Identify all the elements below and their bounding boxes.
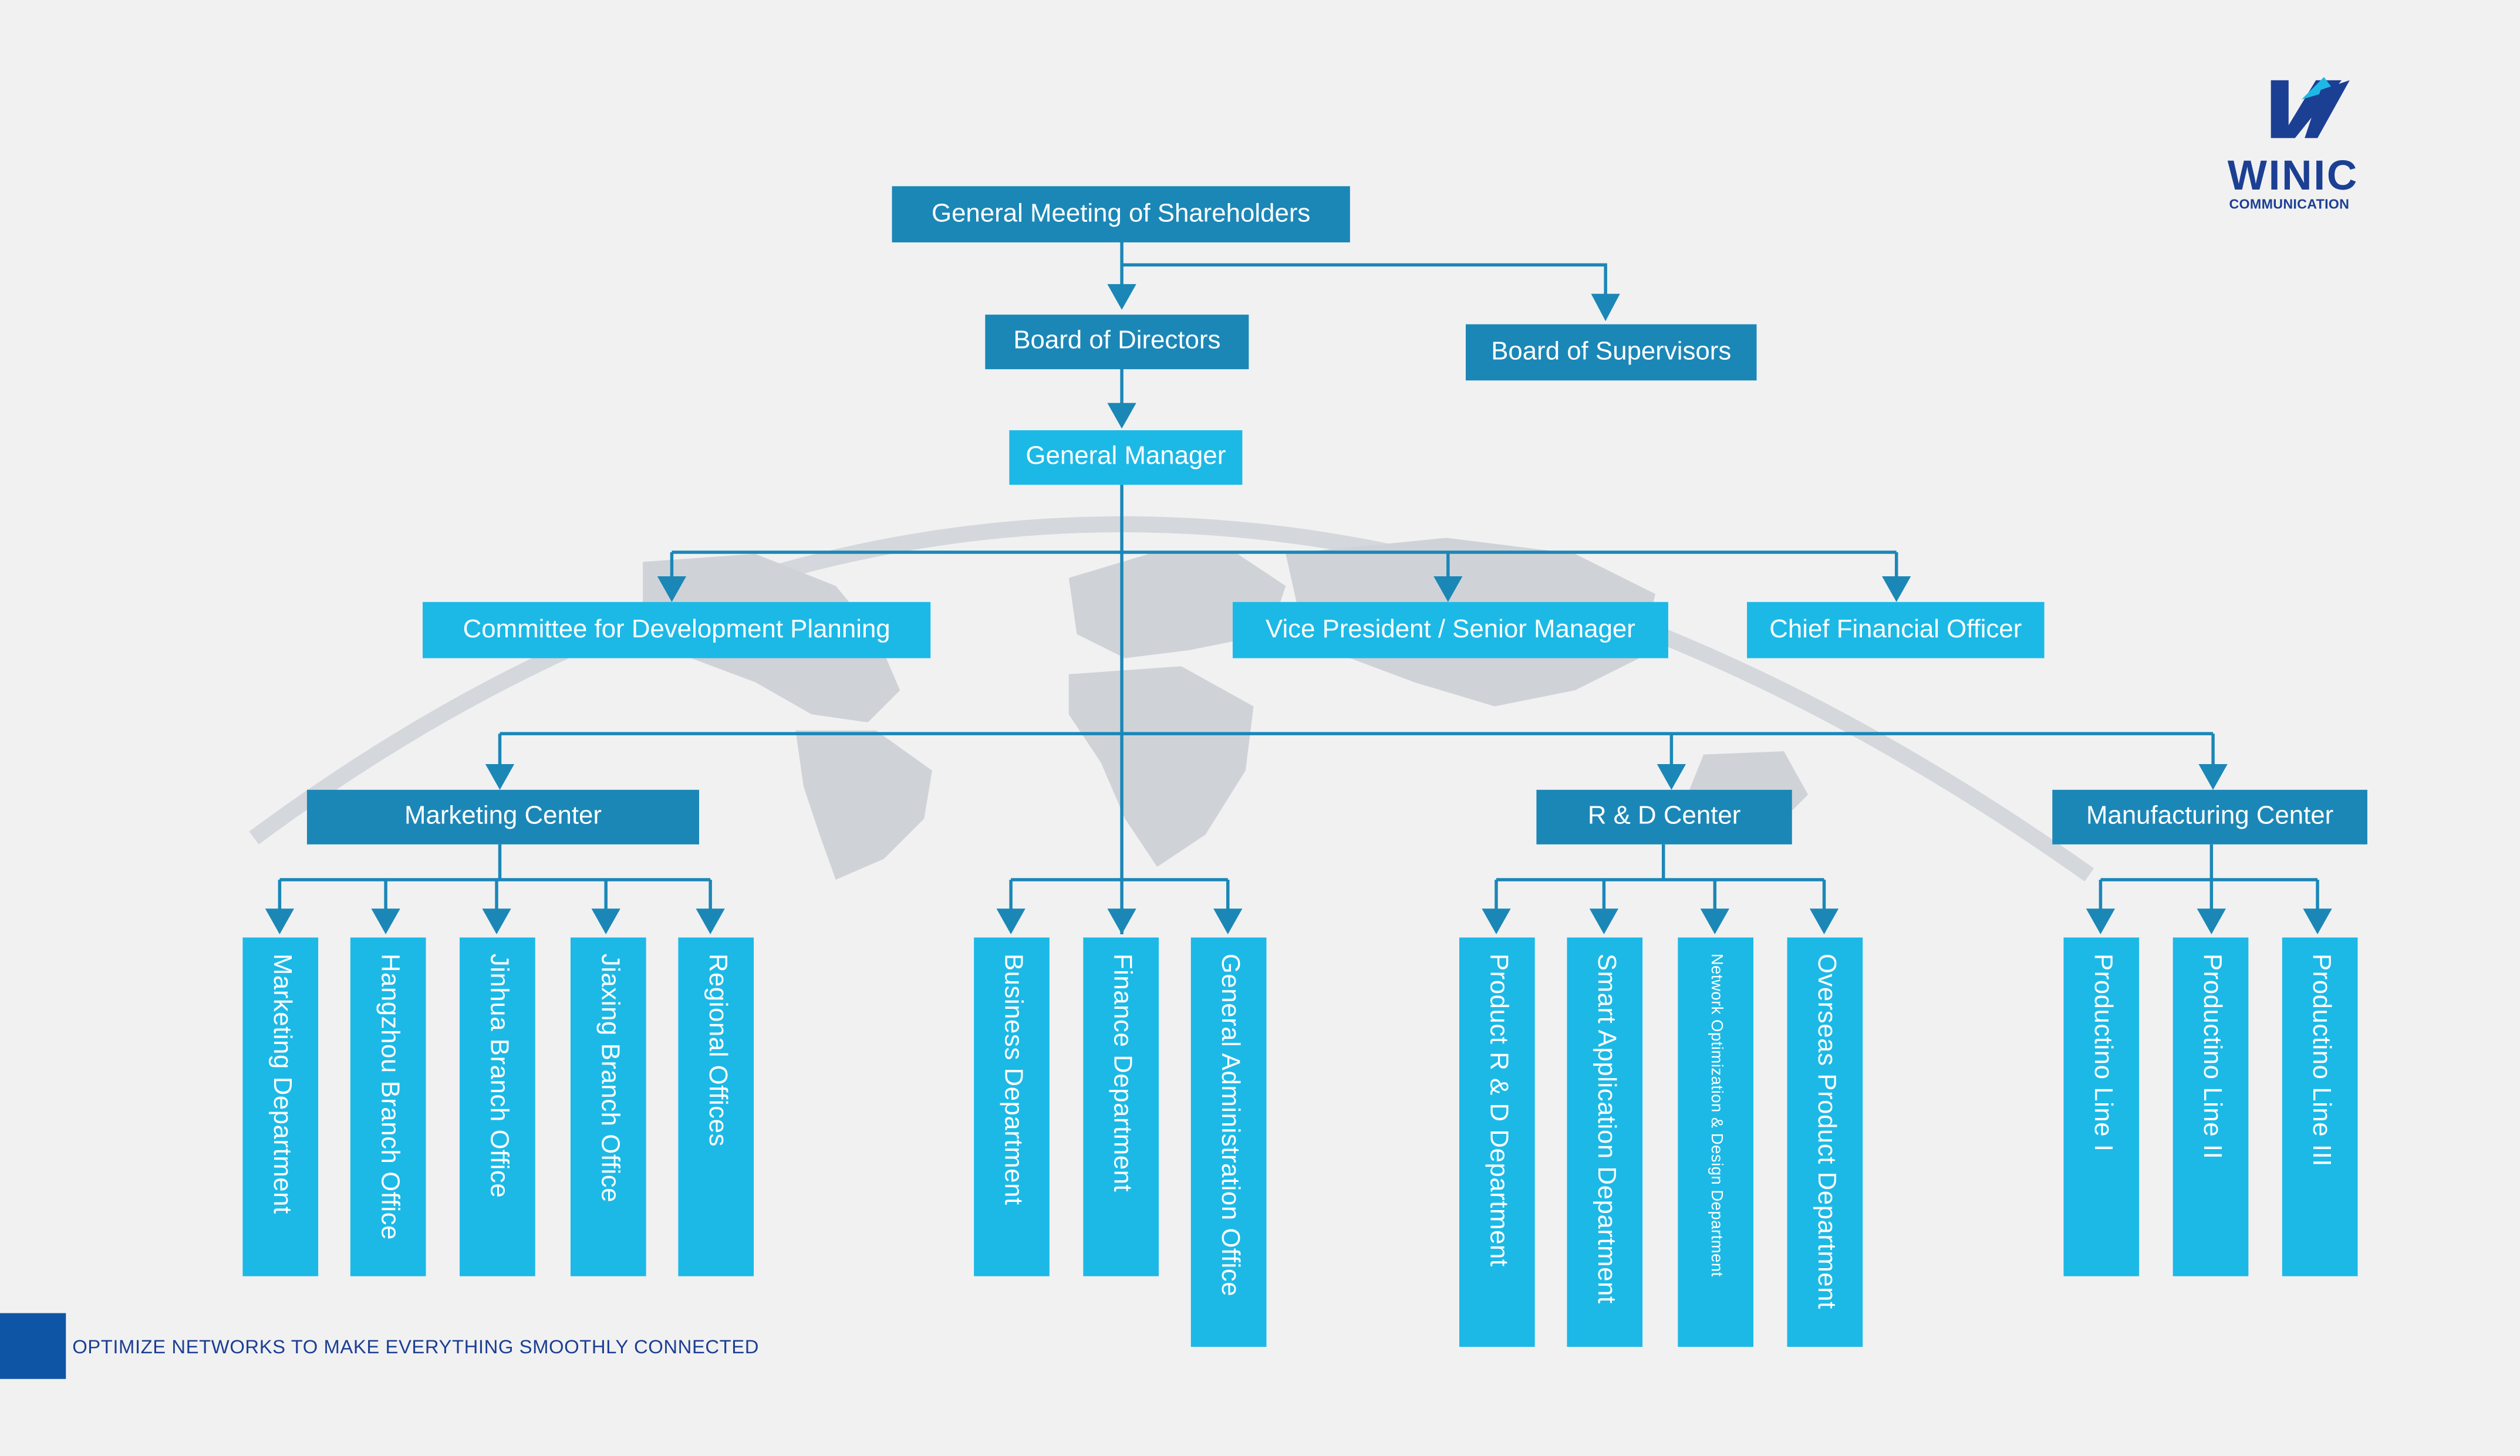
winic-logo-icon <box>2271 77 2350 138</box>
dept-business: Business Department <box>974 937 1050 1276</box>
dept-finance: Finance Department <box>1083 937 1159 1276</box>
dept-marketing-department: Marketing Department <box>242 937 319 1276</box>
dept-regional-offices: Regional Offices <box>678 937 754 1276</box>
dept-network-optimization: Network Optimization & Design Department <box>1678 937 1754 1347</box>
general-manager-node: General Manager <box>1009 430 1243 485</box>
cfo-node: Chief Financial Officer <box>1747 602 2045 658</box>
marketing-center-node: Marketing Center <box>306 789 699 844</box>
dept-jiaxing-branch: Jiaxing Branch Office <box>570 937 646 1276</box>
arrowheads <box>265 284 2332 935</box>
rd-center-node: R & D Center <box>1536 789 1792 844</box>
footer-tagline: OPTIMIZE NETWORKS TO MAKE EVERYTHING SMO… <box>72 1335 760 1359</box>
line-productino-1: Productino Line I <box>2063 937 2140 1276</box>
footer-accent-square <box>0 1313 66 1379</box>
dept-overseas-product: Overseas Product Department <box>1787 937 1863 1347</box>
vice-president-node: Vice President / Senior Manager <box>1232 602 1668 658</box>
dept-general-administration: General Administration Office <box>1190 937 1267 1347</box>
dept-product-rd: Product R & D Department <box>1459 937 1535 1347</box>
shareholders-node: General Meeting of Shareholders <box>892 186 1350 243</box>
manufacturing-center-node: Manufacturing Center <box>2052 789 2367 844</box>
committee-node: Committee for Development Planning <box>423 602 931 658</box>
connector-lines <box>278 241 2319 935</box>
brand-subtitle: COMMUNICATION <box>2229 195 2350 212</box>
board-of-directors-node: Board of Directors <box>985 315 1249 370</box>
line-productino-2: Productino Line II <box>2172 937 2249 1276</box>
dept-hangzhou-branch: Hangzhou Branch Office <box>350 937 426 1276</box>
continent-africa <box>1068 666 1254 867</box>
brand-name: WINIC <box>2227 151 2359 200</box>
dept-smart-application: Smart Application Department <box>1567 937 1643 1347</box>
globe-arc <box>249 516 2094 881</box>
line-productino-3: Productino Line III <box>2282 937 2358 1276</box>
dept-jinhua-branch: Jinhua Branch Office <box>460 937 535 1276</box>
board-of-supervisors-node: Board of Supervisors <box>1465 324 1757 381</box>
continent-south-america <box>795 730 932 880</box>
